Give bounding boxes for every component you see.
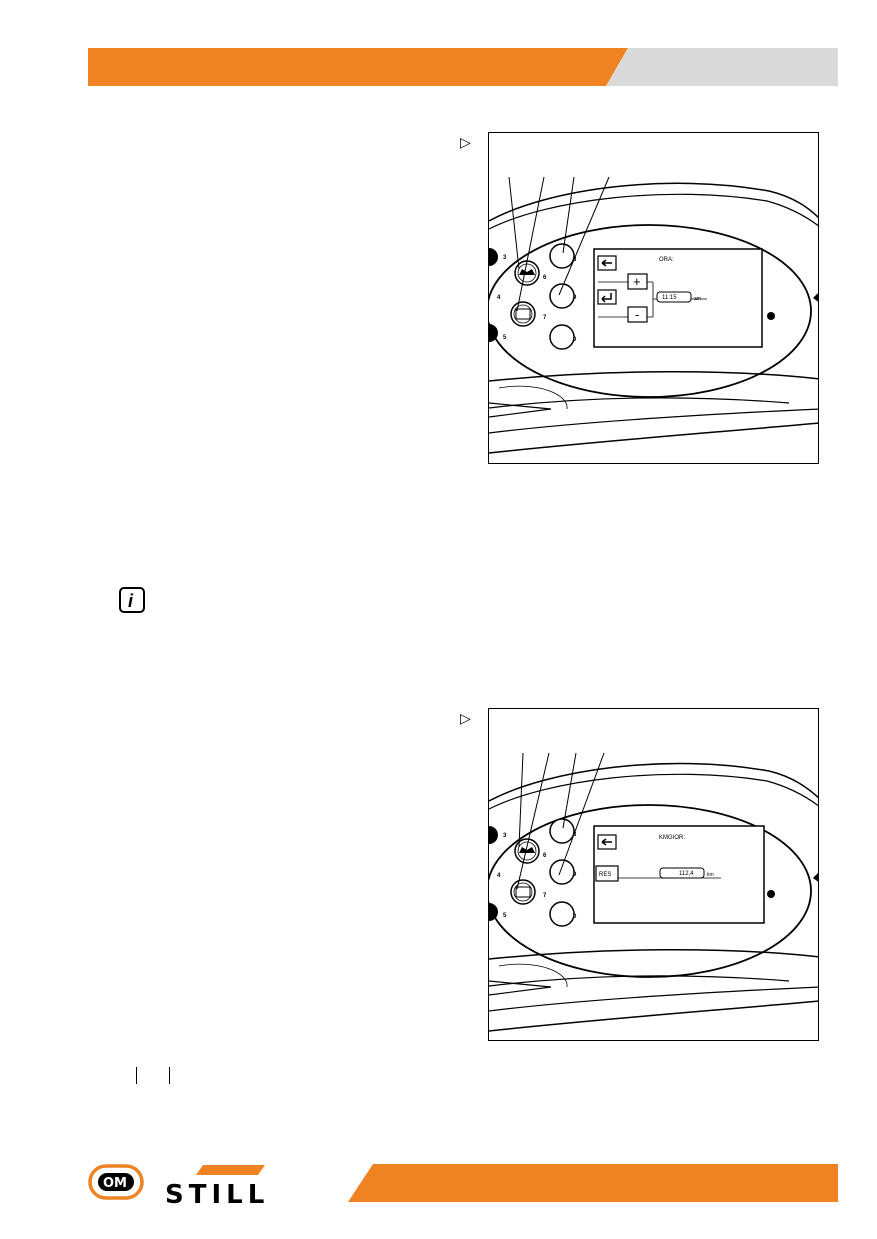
svg-text:RES: RES: [599, 872, 611, 878]
arrow-left-icon[interactable]: [597, 255, 617, 271]
key-label-6: 6: [543, 275, 547, 281]
key-8-button[interactable]: [549, 243, 575, 269]
svg-text:i: i: [128, 591, 134, 611]
svg-text:STILL: STILL: [165, 1180, 269, 1207]
minus-button[interactable]: -: [627, 306, 648, 323]
panel-led: [767, 312, 775, 320]
svg-text:+: +: [633, 274, 641, 289]
panel-led: [767, 890, 775, 898]
display-panel-oval: [489, 224, 812, 398]
plus-button[interactable]: +: [627, 273, 648, 290]
key-label-8: 8: [573, 832, 577, 838]
km-value-field: [659, 867, 705, 879]
enter-icon[interactable]: [597, 289, 617, 305]
key-6-button[interactable]: [514, 260, 540, 286]
time-value-field: [656, 291, 692, 303]
display-panel-oval: [489, 804, 812, 978]
key-label-0: 0: [573, 914, 577, 920]
key-label-5: 5: [503, 335, 507, 341]
om-logo: OM: [88, 1164, 144, 1200]
key-0-button[interactable]: [549, 901, 575, 927]
header-bar: [88, 48, 838, 86]
key-label-6: 6: [543, 853, 547, 859]
km-value: 112,4: [679, 871, 694, 877]
key-label-3: 3: [503, 833, 507, 839]
key-0-button[interactable]: [549, 324, 575, 350]
figure-1-marker: ▷: [460, 135, 471, 151]
key-7-button[interactable]: [510, 879, 536, 905]
key-label-9: 9: [573, 295, 577, 301]
key-label-3: 3: [503, 255, 507, 261]
arrow-left-icon[interactable]: [597, 834, 617, 850]
key-label-5: 5: [503, 913, 507, 919]
key-label-4: 4: [497, 873, 501, 879]
key-8-button[interactable]: [549, 818, 575, 844]
svg-text:OM: OM: [103, 1176, 127, 1191]
key-7-button[interactable]: [510, 301, 536, 327]
km-unit: km: [707, 872, 714, 878]
key-label-7: 7: [543, 893, 547, 899]
figure-2-display-daily-km: 3 4 5 6 7 8 9 0 KMGIOR:: [488, 708, 819, 1041]
screen-title: KMGIOR:: [659, 835, 685, 841]
reset-button[interactable]: RES: [595, 865, 619, 882]
svg-text:-: -: [635, 307, 639, 322]
key-9-button[interactable]: [549, 283, 575, 309]
footer-bar: [348, 1164, 838, 1202]
time-value: 11:15: [662, 295, 677, 301]
change-bar: [169, 1067, 170, 1084]
time-unit: am: [694, 296, 701, 302]
still-logo: STILL: [165, 1165, 269, 1207]
key-label-7: 7: [543, 315, 547, 321]
screen-title: ORA:: [659, 257, 674, 263]
key-label-9: 9: [573, 872, 577, 878]
key-6-button[interactable]: [514, 838, 540, 864]
key-label-4: 4: [497, 295, 501, 301]
figure-2-marker: ▷: [460, 711, 471, 727]
key-label-0: 0: [573, 337, 577, 343]
key-9-button[interactable]: [549, 859, 575, 885]
figure-1-display-time: 3 4 5 6 7 8 9 0 ORA:: [488, 132, 819, 464]
info-icon: i: [119, 587, 145, 613]
change-bar: [136, 1067, 137, 1084]
key-label-8: 8: [573, 257, 577, 263]
